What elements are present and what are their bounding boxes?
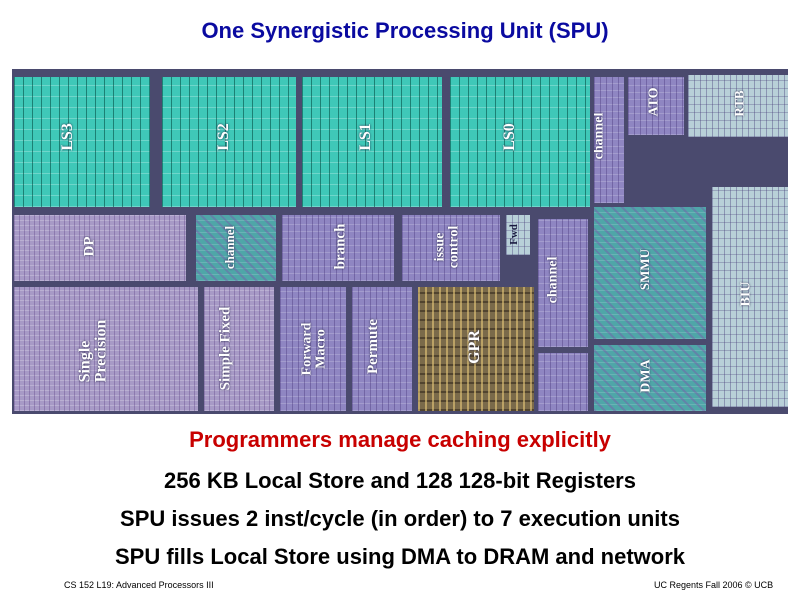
local-store-ls1: LS1 [302, 77, 442, 207]
atq-label: ATO [646, 87, 662, 117]
biu-label: BIU [738, 281, 754, 307]
slide-title: One Synergistic Processing Unit (SPU) [201, 18, 609, 43]
forward-macro-block: Forward Macro [280, 287, 346, 411]
rtb-label: RTB [731, 90, 747, 117]
fwd-label: Fwd [507, 224, 520, 245]
smmu-block: SMMU [594, 207, 706, 339]
single-precision-label: Single Precision [76, 319, 110, 383]
ls3-label: LS3 [58, 123, 76, 151]
gpr-block: GPR [418, 287, 534, 411]
local-store-ls3: LS3 [14, 77, 150, 207]
branch-block: branch [282, 215, 394, 281]
ls1-label: LS1 [356, 123, 374, 151]
bullet-caching: Programmers manage caching explicitly [189, 427, 611, 452]
channel-lower-block [538, 353, 588, 411]
spu-die-photo: LS3 LS2 LS1 LS0 channel ATO RTB DP chann… [12, 69, 788, 414]
channel-left-label: channel [222, 225, 238, 270]
local-store-ls2: LS2 [162, 77, 296, 207]
local-store-ls0: LS0 [450, 77, 590, 207]
issue-control-block: issue control [402, 215, 500, 281]
ls0-label: LS0 [500, 123, 518, 151]
bullet-issue: SPU issues 2 inst/cycle (in order) to 7 … [120, 506, 680, 531]
gpr-label: GPR [465, 330, 483, 364]
forward-macro-label: Forward Macro [299, 322, 329, 376]
dma-block: DMA [594, 345, 706, 411]
atq-block: ATO [628, 77, 684, 135]
simple-fixed-label: Simple Fixed [217, 306, 234, 391]
permute-block: Permute [352, 287, 412, 411]
ls2-label: LS2 [214, 123, 232, 151]
channel-top-block: channel [594, 77, 624, 203]
channel-mid-block: channel [538, 219, 588, 347]
fwd-block: Fwd [506, 215, 530, 255]
permute-label: Permute [364, 319, 381, 374]
dp-label: DP [81, 236, 98, 257]
bullet-local-store: 256 KB Local Store and 128 128-bit Regis… [164, 468, 636, 493]
bullet-dma: SPU fills Local Store using DMA to DRAM … [114, 544, 685, 569]
smmu-label: SMMU [637, 248, 653, 291]
footer-course: CS 152 L19: Advanced Processors III [64, 580, 214, 590]
channel-mid-label: channel [545, 256, 561, 304]
biu-block: BIU [712, 187, 788, 407]
dp-block: DP [14, 215, 186, 281]
channel-top-label: channel [594, 112, 607, 160]
branch-label: branch [332, 223, 349, 270]
single-precision-block: Single Precision [14, 287, 198, 411]
simple-fixed-block: Simple Fixed [204, 287, 274, 411]
issue-control-label: issue control [432, 225, 462, 269]
footer-copyright: UC Regents Fall 2006 © UCB [654, 580, 774, 590]
rtb-block: RTB [688, 75, 788, 137]
dma-label: DMA [638, 359, 654, 393]
channel-left-block: channel [196, 215, 276, 281]
